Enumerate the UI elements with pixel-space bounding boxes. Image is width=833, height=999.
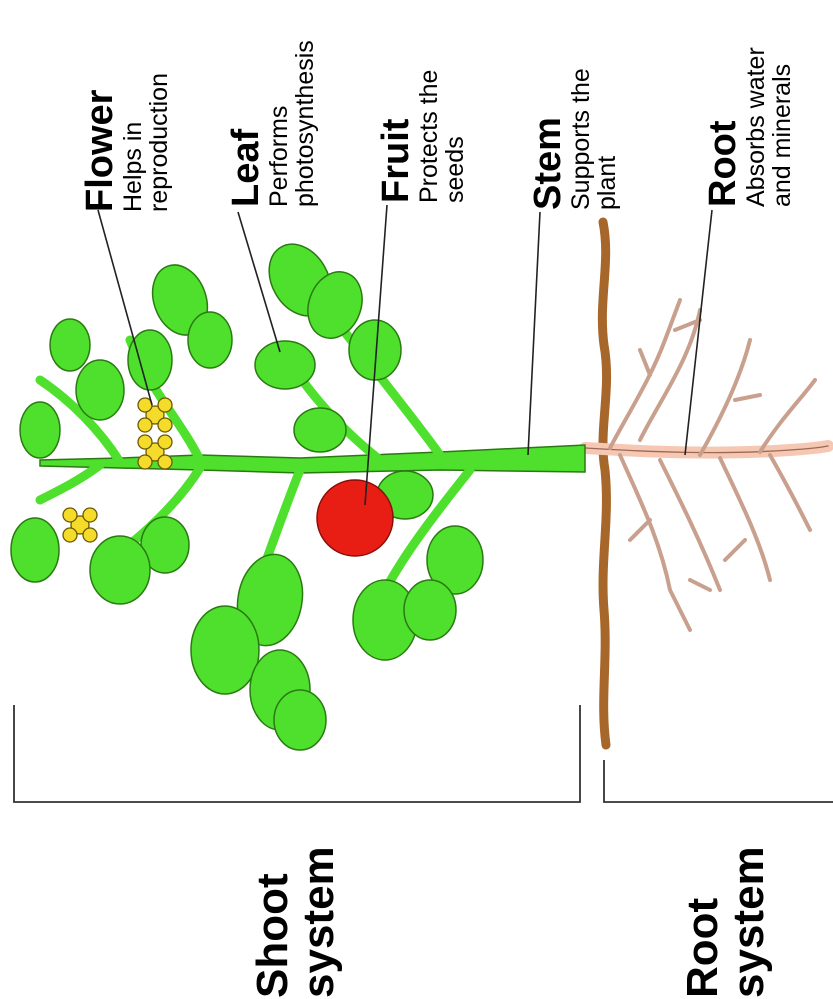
shoot-system-label-2: system [296,846,342,998]
root-label-name: Root [703,47,743,207]
stem-label-name: Stem [528,68,568,210]
root-label-desc-2: and minerals [769,47,795,207]
fruit-label-name: Fruit [376,70,416,203]
root-system-label: Root system [680,846,772,998]
shoot-system-label: Shoot system [250,846,342,998]
root-system-label-1: Root [680,846,726,998]
root-system-label-2: system [726,846,772,998]
fruit-label: Fruit Protects the seeds [376,70,468,203]
shoot-system-label-1: Shoot [250,846,296,998]
flower-3 [63,508,97,542]
leaf-label: Leaf Performs photosynthesis [226,40,318,207]
leaf-label-desc-2: photosynthesis [292,40,318,207]
leaves [11,233,483,750]
flower-label-desc-1: Helps in [120,73,146,212]
soil-line [602,222,606,745]
root-system-drawing [585,300,828,630]
root-system-bracket [604,760,833,802]
stem-label-desc-1: Supports the [568,68,594,210]
flower-label: Flower Helps in reproduction [80,73,172,212]
flower-label-name: Flower [80,73,120,212]
fruit-label-desc-1: Protects the [416,70,442,203]
root-label-desc-1: Absorbs water [743,47,769,207]
stem-label-desc-2: plant [594,68,620,210]
leaf-label-desc-1: Performs [266,40,292,207]
leaf-label-name: Leaf [226,40,266,207]
fruit-tomato [317,480,393,556]
root-label: Root Absorbs water and minerals [703,47,795,207]
flower-1 [138,398,172,432]
stem-label: Stem Supports the plant [528,68,620,210]
fruit-label-desc-2: seeds [442,70,468,203]
flower-label-desc-2: reproduction [146,73,172,212]
